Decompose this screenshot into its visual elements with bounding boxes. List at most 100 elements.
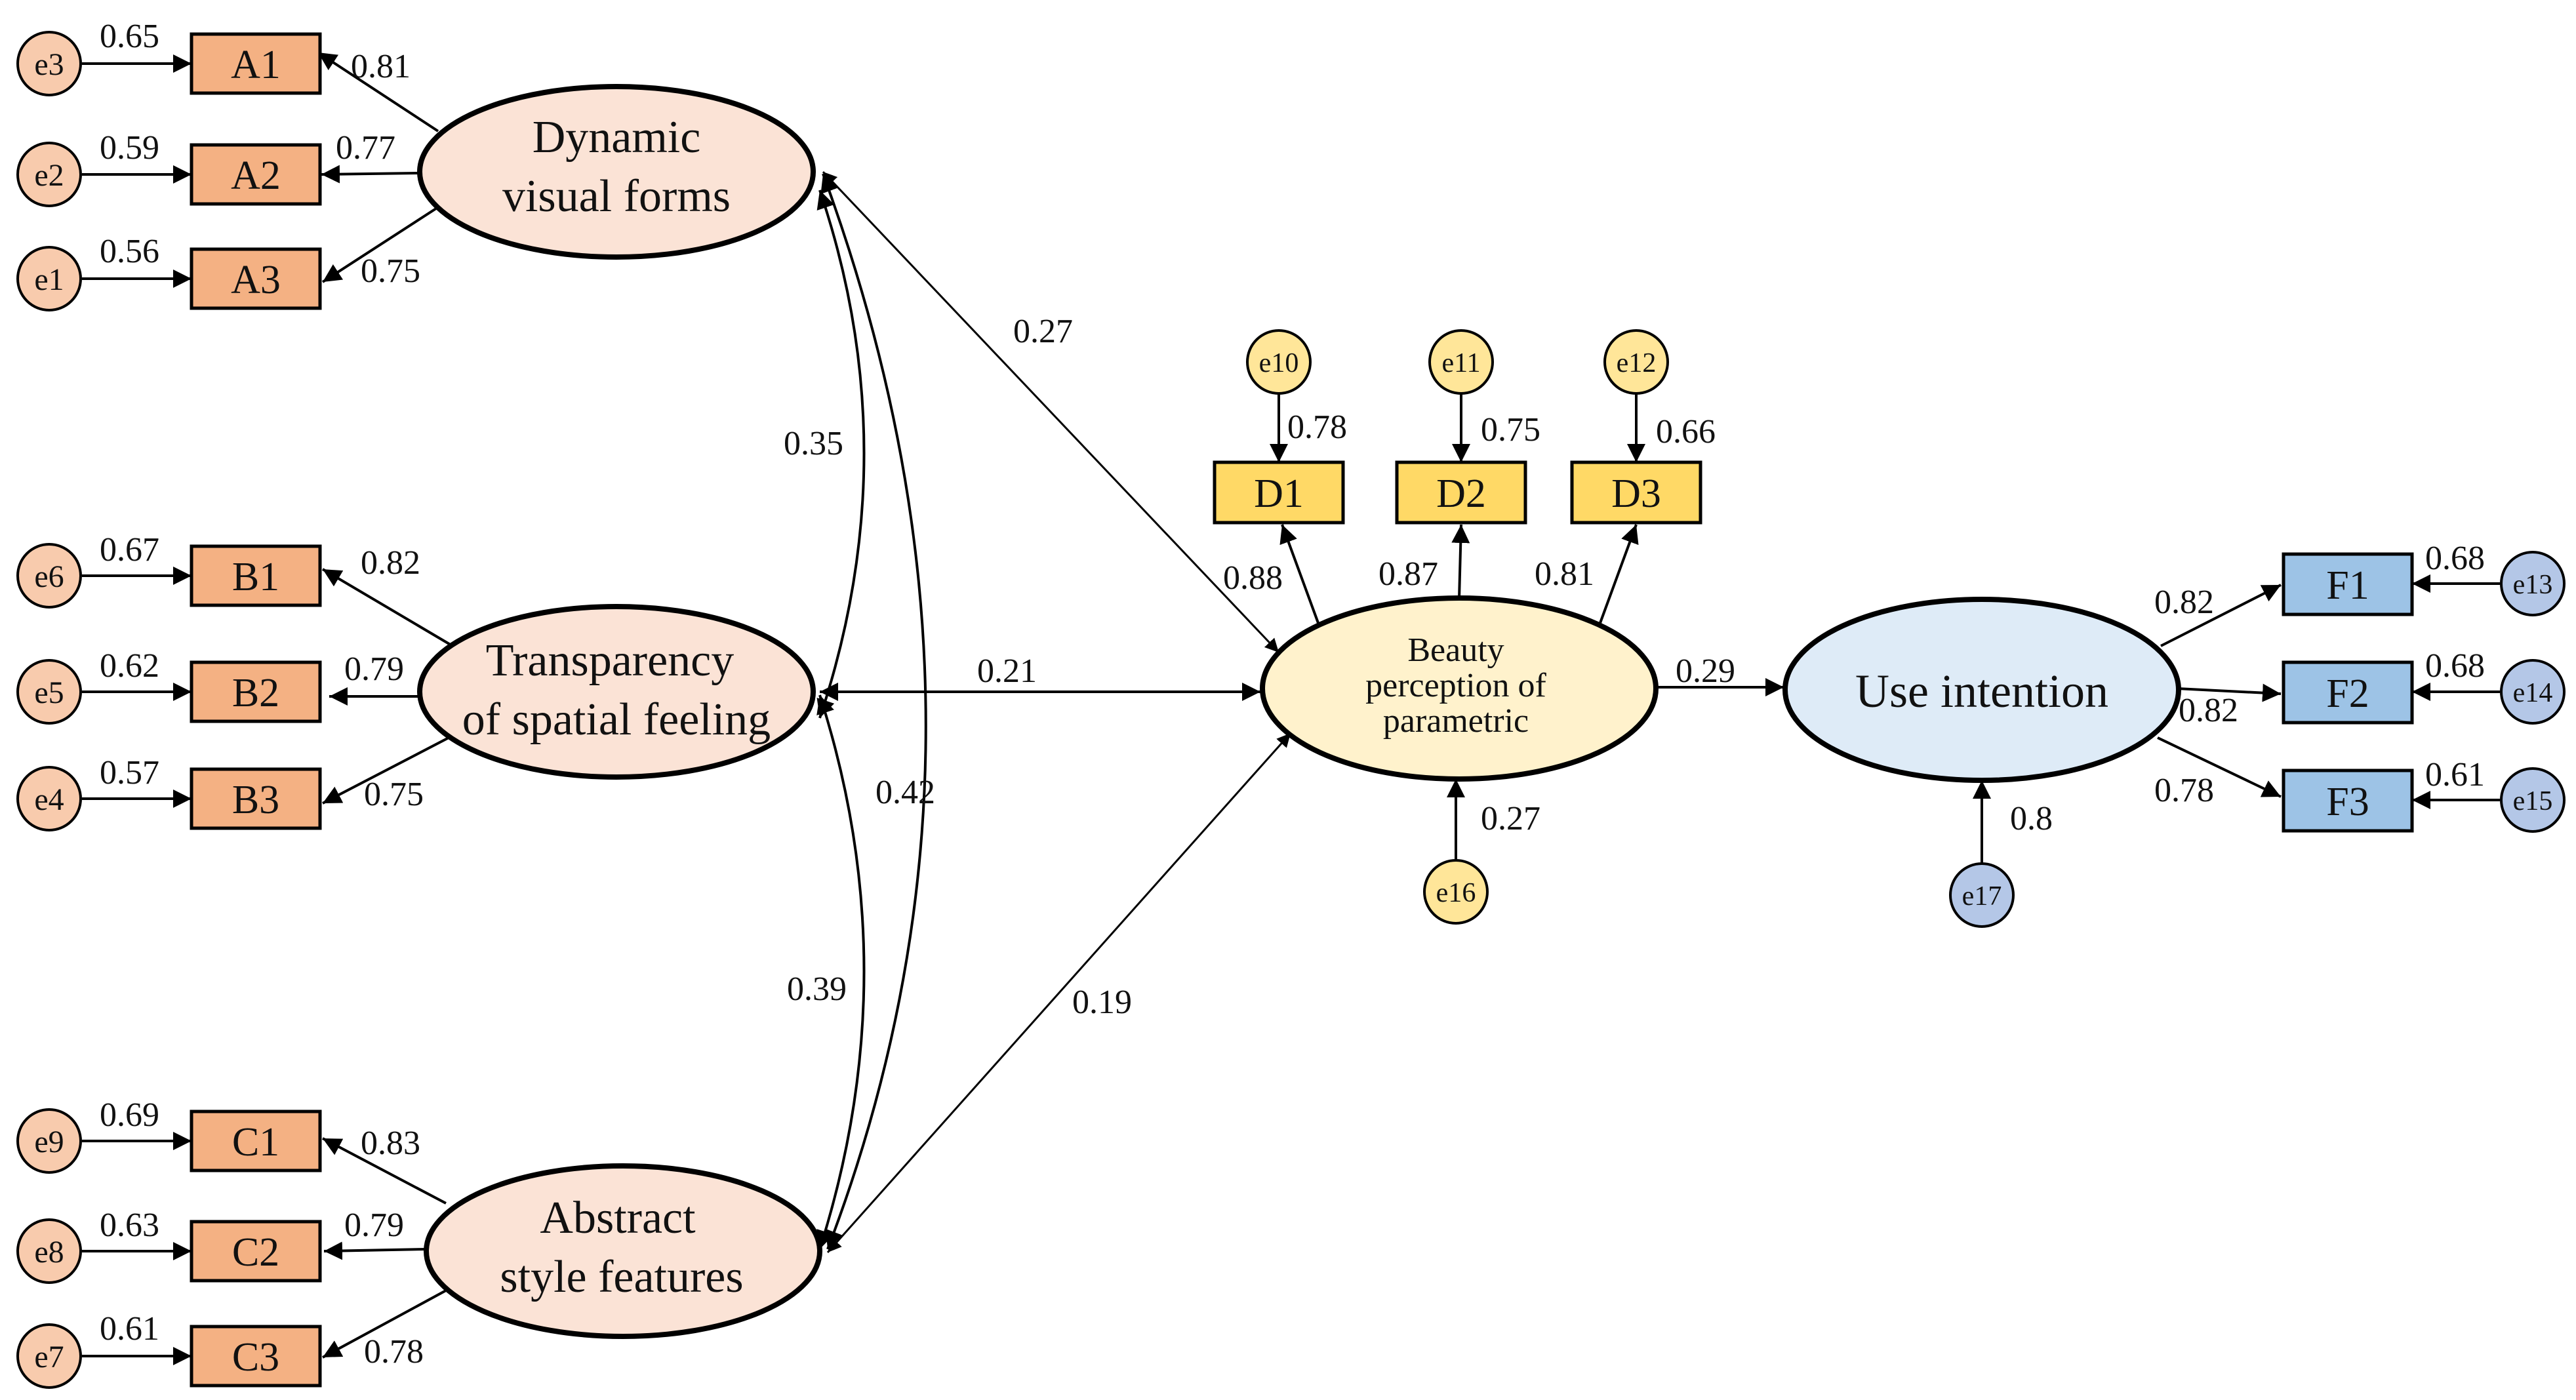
indicator-B1-label: B1 <box>232 555 279 599</box>
indicator-F3-label: F3 <box>2326 780 2369 824</box>
coef-dyn-abs: 0.42 <box>875 774 935 811</box>
path-bea-D1 <box>1279 524 1319 624</box>
coef-bea-D3: 0.81 <box>1535 555 1594 593</box>
coef-bea-use: 0.29 <box>1676 652 1735 690</box>
error-e8-label: e8 <box>34 1235 64 1270</box>
indicators <box>190 32 2414 1388</box>
indicator-C3 <box>190 1325 322 1388</box>
error-e3-label: e3 <box>34 47 64 82</box>
error-circles <box>16 31 2566 1389</box>
error-e16-label: e16 <box>1436 878 1476 908</box>
error-e4 <box>16 766 82 831</box>
indicator-labels: A1 A2 A3 B1 B2 B3 C1 C2 C3 D1 D2 D3 F1 F… <box>231 43 2369 1380</box>
indicator-B2-label: B2 <box>232 671 279 715</box>
indicator-B3 <box>190 767 322 830</box>
indicator-D1 <box>1213 460 1345 525</box>
error-e14-label: e14 <box>2513 678 2553 708</box>
path-abs-C1 <box>322 1137 447 1205</box>
indicator-D2 <box>1395 460 1527 525</box>
cov-dyn-abs <box>820 173 927 1250</box>
indicator-C1-label: C1 <box>232 1120 279 1165</box>
indicator-A3-label: A3 <box>231 258 281 302</box>
coef-tra-B2: 0.79 <box>344 650 404 688</box>
indicator-A3 <box>190 247 322 310</box>
error-e6 <box>16 543 82 609</box>
path-abs-C2 <box>323 1241 427 1260</box>
indicator-D3 <box>1570 460 1702 525</box>
indicator-B3-label: B3 <box>232 778 279 822</box>
error-e2 <box>16 142 82 207</box>
coef-dyn-A2: 0.77 <box>336 129 395 167</box>
coef-abs-C3: 0.78 <box>364 1333 424 1370</box>
error-e17-label: e17 <box>1962 881 2002 911</box>
error-e1 <box>16 246 82 311</box>
indicator-C1 <box>190 1110 322 1172</box>
coef-e14-F2: 0.68 <box>2425 647 2485 685</box>
indicator-F1 <box>2282 552 2414 616</box>
coef-e10-D1: 0.78 <box>1287 409 1347 446</box>
indicator-B2 <box>190 660 322 723</box>
error-e4-label: e4 <box>34 782 64 817</box>
error-e15 <box>2500 767 2566 833</box>
latent-dynamic-label-2: visual forms <box>502 171 731 222</box>
error-e13 <box>2500 551 2566 616</box>
coef-tra-abs: 0.39 <box>787 970 847 1008</box>
path-bea-D2 <box>1451 524 1470 599</box>
coef-bea-D2: 0.87 <box>1379 555 1438 593</box>
error-e15-label: e15 <box>2513 786 2553 816</box>
coef-e17-use: 0.8 <box>2010 800 2053 837</box>
latent-use-label: Use intention <box>1855 665 2108 717</box>
indicator-C2-label: C2 <box>232 1230 279 1275</box>
path-dyn-A3 <box>321 206 439 283</box>
error-e8 <box>16 1218 82 1284</box>
indicator-F2-label: F2 <box>2326 671 2369 716</box>
error-e12 <box>1603 329 1669 395</box>
coef-dyn-A3: 0.75 <box>361 252 420 290</box>
path-tra-B3 <box>322 734 453 805</box>
coef-dyn-tra: 0.35 <box>784 425 843 462</box>
coef-use-F2: 0.82 <box>2179 692 2238 729</box>
coef-tra-bea: 0.21 <box>977 652 1037 690</box>
coef-e11-D2: 0.75 <box>1481 411 1540 449</box>
error-e11 <box>1428 329 1494 395</box>
error-e5 <box>16 659 82 725</box>
path-dyn-bea <box>822 170 1280 654</box>
indicator-A1-label: A1 <box>231 43 281 87</box>
error-e16 <box>1423 859 1489 925</box>
latent-beauty-label-2: perception of <box>1365 667 1546 704</box>
error-e14 <box>2500 659 2566 725</box>
error-labels: e3 e2 e1 e6 e5 e4 e9 e8 e7 e10 e11 e12 e… <box>34 47 2552 1374</box>
coef-dyn-A1: 0.81 <box>351 48 411 85</box>
error-e1-label: e1 <box>34 262 64 297</box>
error-e3 <box>16 31 82 96</box>
path-tra-B1 <box>321 568 454 647</box>
coef-e1-A3: 0.56 <box>100 233 159 270</box>
path-use-F3 <box>2157 736 2282 798</box>
latent-abstract-label-1: Abstract <box>540 1193 696 1243</box>
path-dyn-A1 <box>317 51 439 132</box>
coef-tra-B1: 0.82 <box>361 544 420 582</box>
coef-e15-F3: 0.61 <box>2425 756 2485 793</box>
latent-transparency-label-2: of spatial feeling <box>462 694 771 745</box>
latent-abstract: Abstract style features <box>424 1163 822 1339</box>
indicator-A1 <box>190 32 322 95</box>
indicator-F2 <box>2282 660 2414 725</box>
coef-e2-A2: 0.59 <box>100 129 159 167</box>
coef-e8-C2: 0.63 <box>100 1207 159 1244</box>
coef-abs-bea: 0.19 <box>1072 984 1132 1021</box>
coef-use-F3: 0.78 <box>2154 772 2214 809</box>
coef-e13-F1: 0.68 <box>2425 540 2485 577</box>
error-e2-label: e2 <box>34 158 64 193</box>
path-use-F2 <box>2177 683 2282 702</box>
latent-use-intention: Use intention <box>1782 597 2181 783</box>
latent-beauty-label-1: Beauty <box>1407 631 1504 669</box>
coef-e16-bea: 0.27 <box>1481 800 1540 837</box>
latent-transparency: Transparency of spatial feeling <box>417 604 816 780</box>
error-e9 <box>16 1108 82 1174</box>
path-abs-C3 <box>322 1289 447 1359</box>
coef-e6-B1: 0.67 <box>100 531 159 569</box>
path-dyn-A2 <box>321 165 420 184</box>
coef-abs-C2: 0.79 <box>344 1207 404 1244</box>
indicator-D2-label: D2 <box>1436 471 1486 516</box>
